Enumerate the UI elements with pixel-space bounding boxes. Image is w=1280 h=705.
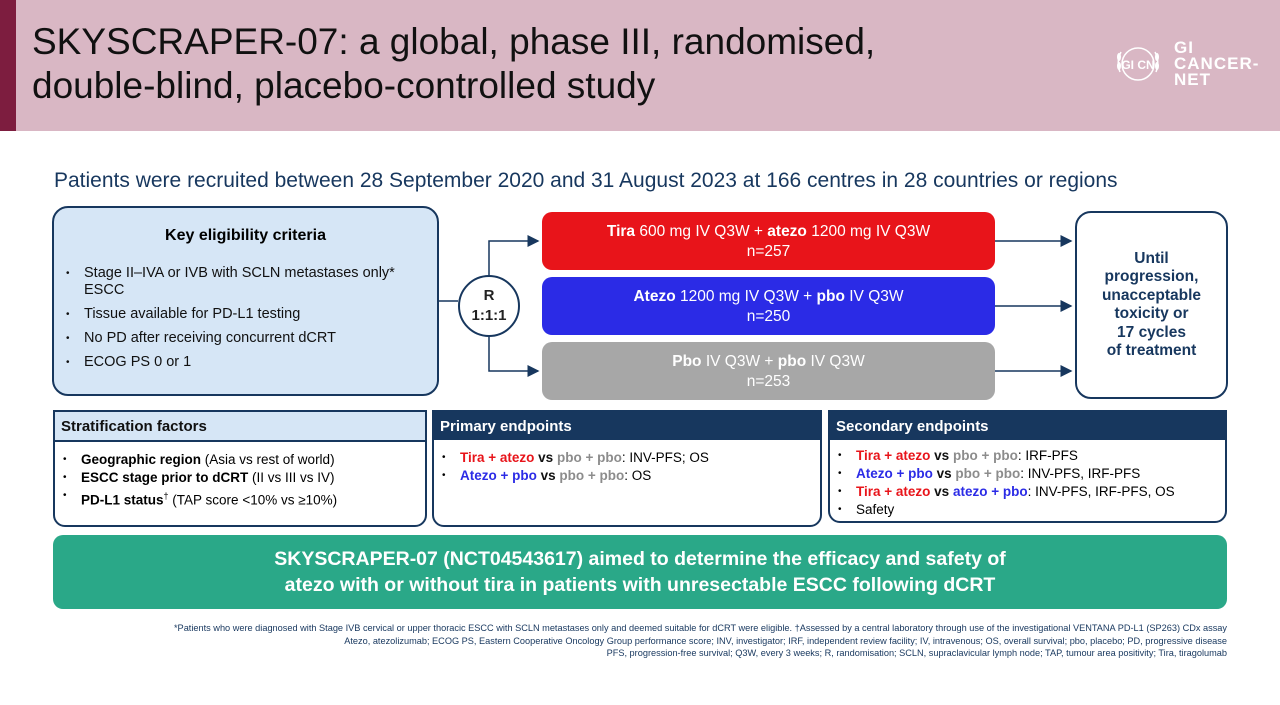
stratification-title: Stratification factors (55, 412, 425, 442)
endpoint-item: Atezo + pbo vs pbo + pbo: INV-PFS, IRF-P… (836, 465, 1219, 483)
endpoint-item: Tira + atezo vs pbo + pbo: IRF-PFS (836, 447, 1219, 465)
logo-wordmark: GI CANCER- NET (1174, 38, 1260, 89)
gi-cancer-net-logo: GI CN GI CANCER- NET (1112, 38, 1262, 90)
footnote-line: Atezo, atezolizumab; ECOG PS, Eastern Co… (344, 635, 1227, 646)
logo-word-3: NET (1174, 70, 1211, 89)
primary-endpoints-box: Primary endpoints Tira + atezo vs pbo + … (432, 410, 822, 527)
randomisation-node: R 1:1:1 (458, 275, 520, 337)
eligibility-list: Stage II–IVA or IVB with SCLN metastases… (66, 265, 427, 371)
duration-line: of treatment (1106, 342, 1197, 359)
slide-title: SKYSCRAPER-07: a global, phase III, rand… (32, 20, 875, 108)
endpoint-item: Tira + atezo vs atezo + pbo: INV-PFS, IR… (836, 483, 1219, 501)
arm-tira-atezo: Tira 600 mg IV Q3W + atezo 1200 mg IV Q3… (542, 212, 995, 270)
arm-pbo-pbo: Pbo IV Q3W + pbo IV Q3W n=253 (542, 342, 995, 400)
primary-endpoints-title: Primary endpoints (434, 412, 820, 440)
stratification-item: Geographic region (Asia vs rest of world… (61, 451, 419, 469)
arm-regimen: Pbo IV Q3W + pbo IV Q3W (672, 353, 865, 370)
footnote-line: *Patients who were diagnosed with Stage … (173, 623, 1227, 633)
duration-line: unacceptable (1101, 286, 1202, 304)
arm-n: n=253 (746, 373, 791, 390)
header-bar (0, 0, 1280, 131)
eligibility-box: Key eligibility criteria Stage II–IVA or… (52, 206, 439, 396)
randomisation-label: R (483, 287, 495, 304)
laurel-seal-icon: GI CN (1117, 47, 1159, 81)
stratification-list: Geographic region (Asia vs rest of world… (61, 451, 419, 510)
arm-regimen: Tira 600 mg IV Q3W + atezo 1200 mg IV Q3… (606, 223, 931, 240)
eligibility-item: ECOG PS 0 or 1 (66, 354, 427, 371)
recruitment-subtitle: Patients were recruited between 28 Septe… (54, 169, 1118, 192)
secondary-endpoints-box: Secondary endpoints Tira + atezo vs pbo … (828, 410, 1227, 523)
eligibility-item: Stage II–IVA or IVB with SCLN metastases… (66, 265, 427, 299)
stratification-box: Stratification factors Geographic region… (53, 410, 427, 527)
duration-line: 17 cycles (1117, 323, 1186, 341)
duration-line: progression, (1104, 268, 1199, 285)
endpoint-item: Atezo + pbo vs pbo + pbo: OS (440, 467, 814, 485)
title-line-1: SKYSCRAPER-07: a global, phase III, rand… (32, 21, 876, 62)
logo-mark-text: GI CN (1121, 58, 1154, 72)
title-line-2: double-blind, placebo-controlled study (32, 65, 656, 106)
arm-n: n=250 (746, 308, 791, 325)
arm-atezo-pbo: Atezo 1200 mg IV Q3W + pbo IV Q3W n=250 (542, 277, 995, 335)
banner-line-1: SKYSCRAPER-07 (NCT04543617) aimed to det… (274, 548, 1006, 570)
eligibility-item: Tissue available for PD-L1 testing (66, 306, 427, 323)
header-accent-strip (0, 0, 16, 131)
arm-regimen: Atezo 1200 mg IV Q3W + pbo IV Q3W (633, 288, 904, 305)
endpoint-item: Safety (836, 501, 1219, 519)
randomisation-ratio: 1:1:1 (471, 307, 507, 324)
banner-line-2: atezo with or without tira in patients w… (284, 574, 996, 596)
treatment-duration-box: Until progression, unacceptable toxicity… (1075, 211, 1228, 399)
logo-word-2: CANCER- (1174, 54, 1260, 73)
logo-word-1: GI (1174, 38, 1194, 57)
eligibility-item: No PD after receiving concurrent dCRT (66, 330, 427, 347)
secondary-endpoints-list: Tira + atezo vs pbo + pbo: IRF-PFS Atezo… (836, 447, 1219, 519)
arm-n: n=257 (746, 243, 791, 260)
primary-endpoints-list: Tira + atezo vs pbo + pbo: INV-PFS; OS A… (440, 449, 814, 485)
stratification-item: PD-L1 status† (TAP score <10% vs ≥10%) (61, 487, 419, 510)
duration-line: Until (1134, 249, 1169, 267)
eligibility-title: Key eligibility criteria (165, 227, 326, 244)
footnotes: *Patients who were diagnosed with Stage … (0, 622, 1227, 660)
stratification-item: ESCC stage prior to dCRT (II vs III vs I… (61, 469, 419, 487)
connector-r-to-arm1 (488, 235, 540, 275)
secondary-endpoints-title: Secondary endpoints (830, 412, 1225, 440)
footnote-line: PFS, progression-free survival; Q3W, eve… (606, 648, 1227, 658)
study-aim-banner: SKYSCRAPER-07 (NCT04543617) aimed to det… (53, 535, 1227, 609)
connector-r-to-arm3 (488, 337, 540, 377)
endpoint-item: Tira + atezo vs pbo + pbo: INV-PFS; OS (440, 449, 814, 467)
duration-line: toxicity or (1114, 305, 1189, 322)
